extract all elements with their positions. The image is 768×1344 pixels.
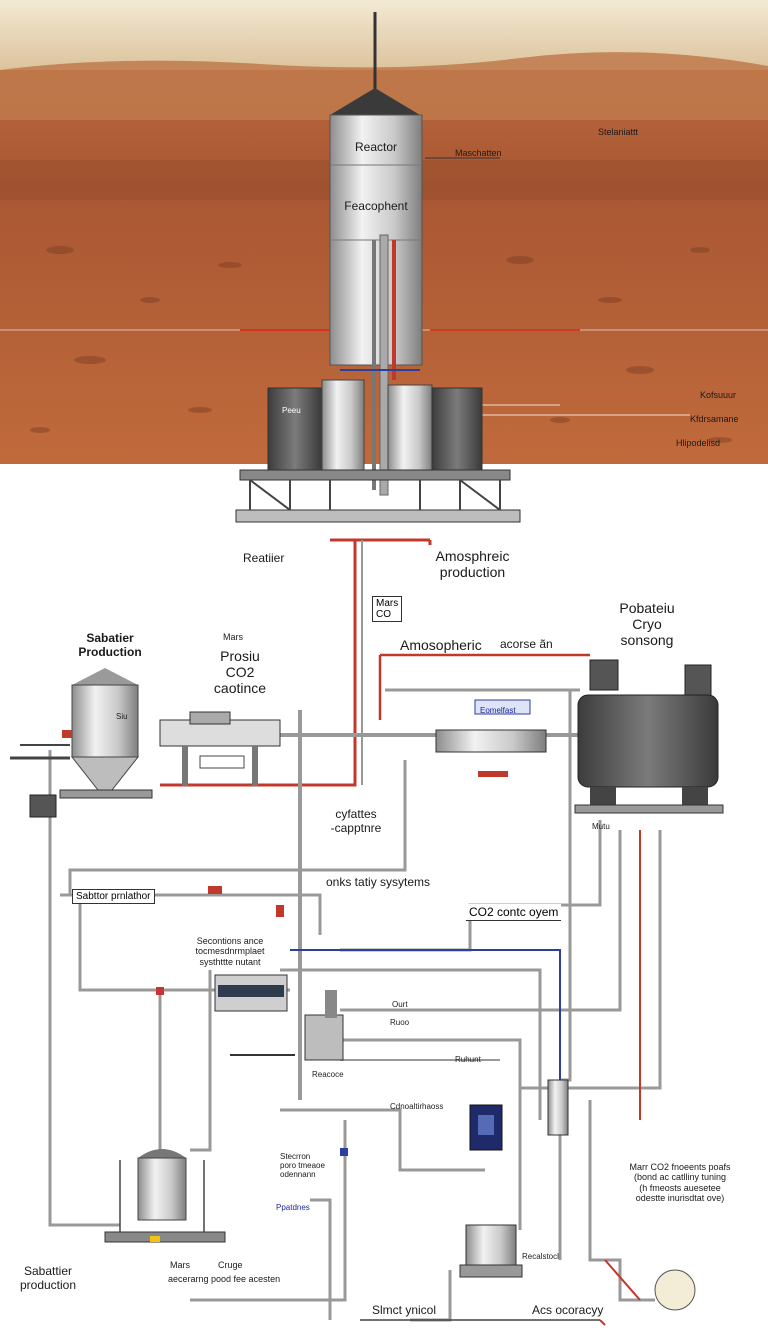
bottom-access: Acs ocoracyy: [532, 1303, 604, 1317]
tank-label: Recalstocl: [522, 1252, 559, 1261]
sabatier-reactor-left: [20, 668, 153, 818]
sabatier-production-bottom: Sabattier production: [19, 1264, 77, 1292]
bottom-cryo: Cruge: [218, 1260, 243, 1270]
side-note-blue: Ppatdnes: [276, 1203, 310, 1212]
access-label: acorse ãn: [500, 637, 553, 651]
heat-exchanger: [159, 699, 547, 786]
small-tag-3: Ourt: [392, 1000, 408, 1009]
onks-systems: onks tatiy sysytems: [326, 875, 431, 889]
cryo-unit: [574, 659, 724, 814]
small-tag-2: Mutu: [592, 822, 610, 831]
small-tag-4: Ruoo: [390, 1018, 410, 1027]
small-tag-5: Ruhunt: [455, 1055, 481, 1064]
small-components: [156, 886, 696, 1311]
sabatier-production-2: Sabttor prnlathor: [72, 889, 155, 904]
reactor-caption: Reatiier: [243, 551, 285, 565]
bottom-submit: Slmct ynicol: [372, 1303, 437, 1317]
bottom-mars: Mars: [170, 1260, 190, 1270]
small-tag-6: Eomelfast: [480, 706, 516, 715]
right-note-2: Kfdrsamane: [690, 414, 739, 424]
main-reactor-tower: [235, 12, 521, 542]
bottom-line: aecerarng pood fee acesten: [168, 1274, 281, 1284]
small-tag-1: Siu: [116, 712, 128, 721]
pobateiu-cryo: Pobateiu Cryo sonsong: [619, 600, 675, 649]
mars-small: Mars: [223, 632, 243, 642]
reactor-mid-label: Feacophent: [344, 199, 408, 213]
side-note: Stecrron poro tmeaoe odennann: [280, 1152, 325, 1180]
mars-co2-note: Marr CO2 fnoeents poafs (bond ac catllin…: [629, 1162, 731, 1204]
right-note-1: Kofsuuur: [700, 390, 737, 400]
cystites-capture: cyfattes -capptnre: [330, 807, 382, 835]
small-tag-7: Reacoce: [312, 1070, 344, 1079]
bottom-left-tank: [104, 1149, 226, 1243]
reactor-top-label: Reactor: [354, 140, 398, 154]
side-label-2: Maschatten: [455, 148, 502, 158]
atmospheric-label: Amosopheric: [400, 637, 482, 653]
atmospheric-production: Amosphreic production: [435, 548, 510, 581]
mixing-tank: [214, 974, 344, 1061]
sabatier-production: Sabatier Production: [78, 631, 142, 659]
mars-box: Mars CO: [372, 596, 403, 622]
co2-control: CO2 contc oyem: [466, 904, 562, 921]
node-label: Cdnoaltirhaoss: [390, 1102, 444, 1111]
pipe-network: [10, 540, 662, 1326]
small-tag-8: Peeu: [282, 406, 301, 415]
right-note-3: Hlipodelisd: [676, 438, 721, 448]
proxy-co2: Prosiu CO2 caotince: [213, 648, 267, 697]
side-label-1: Stelaniattt: [598, 127, 639, 137]
secondary-note: Secontions ance tocmesdnrmplaet systhttt…: [195, 936, 265, 967]
